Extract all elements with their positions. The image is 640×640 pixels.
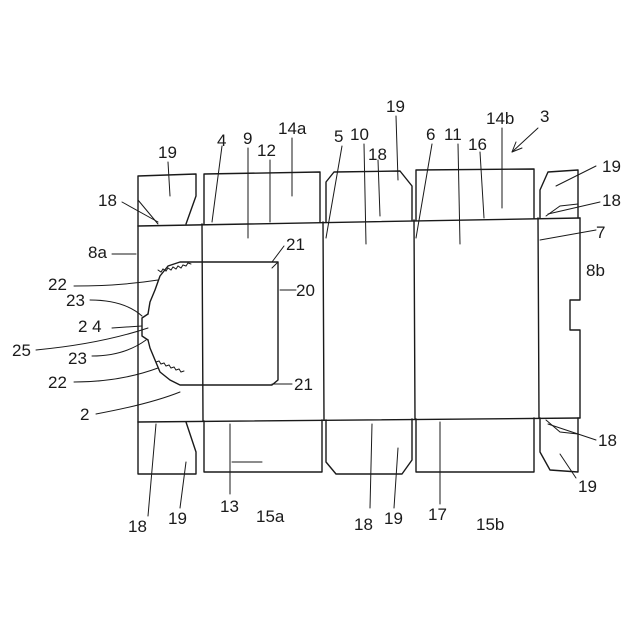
reference-labels: 3 4 5 6 7 9 10 11 12 13 14a 14b 15a 15b … [12, 97, 621, 536]
glue-flap-8b-edge [570, 218, 580, 418]
fold-line-7 [538, 218, 539, 418]
label-18-bottom-mid: 18 [354, 515, 373, 534]
label-3: 3 [540, 107, 549, 126]
label-9: 9 [243, 129, 252, 148]
label-19-bottom-mid: 19 [384, 509, 403, 528]
label-21-top: 21 [286, 235, 305, 254]
label-19-top-mid: 19 [386, 97, 405, 116]
leader-16 [480, 152, 484, 218]
label-22-top: 22 [48, 275, 67, 294]
leader-18-bm [370, 424, 372, 508]
label-14b: 14b [486, 109, 514, 128]
leader-18-tl [122, 202, 158, 222]
top-flap-10 [326, 171, 412, 222]
window-outline [148, 262, 278, 385]
leader-11 [458, 144, 460, 244]
label-23-top: 23 [66, 291, 85, 310]
label-18-top-right: 18 [602, 191, 621, 210]
bottom-flap-15a [204, 420, 322, 472]
window-20 [142, 262, 278, 385]
fold-line-6 [414, 220, 415, 419]
label-15a: 15a [256, 507, 285, 526]
leader-19-tl [168, 162, 170, 196]
leader-21-top [272, 246, 284, 262]
bottom-flap-left [138, 422, 196, 474]
blank-body [138, 218, 580, 422]
bottom-flaps [138, 418, 578, 474]
label-6: 6 [426, 125, 435, 144]
leader-19-bm [394, 448, 398, 508]
arrow-3 [512, 128, 538, 152]
label-17: 17 [428, 505, 447, 524]
top-flap-left [138, 174, 196, 226]
label-18-bottom-left: 18 [128, 517, 147, 536]
fold-line-4 [202, 224, 203, 421]
top-flap-right-crease [546, 204, 578, 216]
label-8b: 8b [586, 261, 605, 280]
leader-22-bot [74, 368, 158, 382]
label-21-bottom: 21 [294, 375, 313, 394]
corner-cut-21-top [272, 262, 278, 268]
top-flap-14a [204, 172, 320, 224]
label-23-bottom: 23 [68, 349, 87, 368]
label-12: 12 [257, 141, 276, 160]
label-15b: 15b [476, 515, 504, 534]
label-13: 13 [220, 497, 239, 516]
label-20: 20 [296, 281, 315, 300]
top-flap-14b [416, 169, 534, 220]
label-19-top-right: 19 [602, 157, 621, 176]
label-4: 4 [217, 131, 226, 150]
bottom-flap-right [540, 418, 578, 472]
leader-19-br [560, 454, 576, 478]
leader-23-top [90, 300, 142, 316]
label-11: 11 [444, 125, 462, 144]
bottom-flap-mid [326, 419, 412, 474]
label-18-top-mid: 18 [368, 145, 387, 164]
label-24: 2 4 [78, 317, 102, 336]
tear-tab-24 [142, 314, 148, 340]
label-5: 5 [334, 127, 343, 146]
leader-18-bl [148, 424, 156, 516]
label-2: 2 [80, 405, 89, 424]
label-7: 7 [596, 223, 605, 242]
leader-4 [212, 146, 222, 222]
leader-19-tr [556, 166, 596, 186]
leader-10 [364, 144, 366, 244]
label-18-bottom-right: 18 [598, 431, 617, 450]
top-flaps [138, 169, 578, 226]
leader-22-top [74, 280, 158, 286]
arrow-3-shaft [512, 128, 538, 152]
label-19-bottom-left: 19 [168, 509, 187, 528]
leader-18-br [548, 424, 596, 440]
leader-19-bl [180, 462, 186, 508]
serrated-edge-bottom [156, 361, 184, 372]
label-10: 10 [350, 125, 369, 144]
fold-line-5 [323, 222, 324, 420]
leader-7 [540, 230, 596, 240]
leader-18-tr [548, 202, 600, 214]
label-16: 16 [468, 135, 487, 154]
top-flap-right [540, 170, 578, 218]
label-19-bottom-right: 19 [578, 477, 597, 496]
leader-lines [36, 116, 600, 516]
leader-6 [416, 144, 432, 238]
label-18-top-left: 18 [98, 191, 117, 210]
leader-5 [326, 146, 342, 238]
bottom-flap-15b [416, 418, 534, 472]
label-19-top-left: 19 [158, 143, 177, 162]
label-8a: 8a [88, 243, 107, 262]
label-14a: 14a [278, 119, 307, 138]
leader-18-tm [378, 160, 380, 216]
label-25: 25 [12, 341, 31, 360]
label-22-bottom: 22 [48, 373, 67, 392]
